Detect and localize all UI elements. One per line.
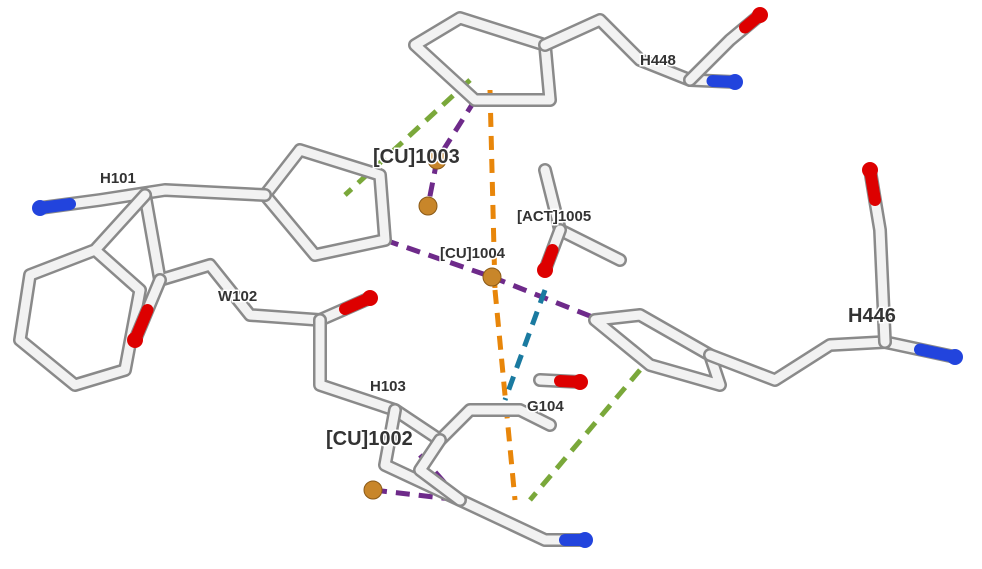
labels: H448 [CU]1003 H101 [ACT]1005 [CU]1004 W1… — [99, 51, 898, 452]
bond-stick-highlight — [15, 190, 150, 390]
copper-atoms — [363, 150, 502, 500]
label-h446: H446 — [848, 305, 896, 327]
label-act1005: [ACT]1005 — [517, 208, 591, 225]
label-w102: W102 — [218, 288, 257, 305]
bond-stick-highlight — [705, 337, 960, 385]
bond-stick-highlight — [590, 310, 725, 390]
interaction-dash — [491, 274, 601, 323]
label-h448: H448 — [640, 52, 676, 69]
label-g104: G104 — [527, 398, 564, 415]
oxygen-atom — [752, 7, 768, 23]
interaction-dash — [492, 289, 518, 501]
interaction-dash — [384, 237, 493, 280]
copper-atom — [418, 196, 438, 216]
bond-stick-highlight — [415, 435, 465, 505]
label-h101: H101 — [100, 170, 136, 187]
bond-stick-highlight — [410, 13, 555, 105]
bond-stick-highlight — [140, 190, 375, 325]
interaction-dash — [434, 98, 478, 162]
interaction-dash — [487, 89, 498, 291]
interaction-dash — [502, 289, 548, 401]
label-cu1004: [CU]1004 — [440, 245, 506, 262]
oxygen-atom — [862, 162, 878, 178]
bond-stick-highlight — [260, 145, 390, 260]
bond-stick — [313, 313, 557, 447]
bond-stick-highlight — [315, 315, 555, 445]
label-cu1003: [CU]1003 — [373, 146, 460, 168]
nitrogen-atom — [577, 532, 593, 548]
oxygen-atom — [362, 290, 378, 306]
oxygen-atom — [127, 332, 143, 348]
bond-stick-highlight — [540, 15, 740, 87]
copper-atom — [482, 267, 502, 287]
copper-atom — [363, 480, 383, 500]
oxygen-atom — [537, 262, 553, 278]
oxygen-atom — [572, 374, 588, 390]
interaction-dash — [343, 78, 472, 197]
interaction-dash — [528, 368, 642, 502]
nitrogen-atom — [32, 200, 48, 216]
residue-sticks — [13, 7, 963, 548]
nitrogen-atom — [727, 74, 743, 90]
nitrogen-atom — [947, 349, 963, 365]
label-h103: H103 — [370, 378, 406, 395]
copper-atom — [427, 150, 447, 170]
label-cu1002: [CU]1002 — [326, 428, 413, 450]
